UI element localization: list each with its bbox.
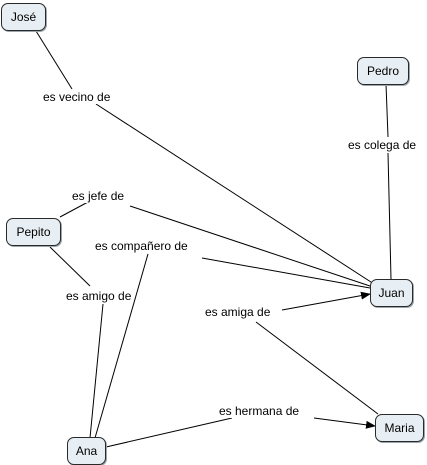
concept-node-pedro[interactable]: Pedro <box>357 57 409 85</box>
link-label-hermana: es hermana de <box>217 404 302 418</box>
connector-jefe-to-juan <box>129 205 371 287</box>
connector-amigo-to-ana <box>89 303 104 439</box>
node-label: Juan <box>378 286 405 300</box>
node-label: José <box>10 10 37 24</box>
node-label: Pepito <box>16 225 51 239</box>
connector-colega-to-juan <box>387 152 392 280</box>
concept-node-ana[interactable]: Ana <box>67 437 106 465</box>
link-label-companero: es compañero de <box>93 239 190 253</box>
connector-pedro-to-colega <box>385 83 389 138</box>
concept-node-jose[interactable]: José <box>1 3 46 31</box>
link-label-vecino: es vecino de <box>41 90 113 104</box>
concept-node-maria[interactable]: Maria <box>375 414 424 442</box>
connector-vecino-to-juan <box>95 103 375 285</box>
connector-pepito-to-amigo <box>49 246 91 287</box>
link-label-amigo: es amigo de <box>64 289 134 303</box>
connector-maria-to-amiga <box>255 321 379 415</box>
connector-ana-to-companero <box>94 253 149 439</box>
node-label: Pedro <box>366 64 400 78</box>
node-label: Ana <box>75 444 98 458</box>
concept-node-juan[interactable]: Juan <box>370 279 413 307</box>
concept-node-pepito[interactable]: Pepito <box>6 218 61 246</box>
connector-ana-to-hermana <box>105 417 233 448</box>
link-label-colega: es colega de <box>346 138 419 152</box>
connector-hermana-to-maria <box>313 417 376 429</box>
connector-amiga-to-juan <box>281 291 371 311</box>
link-label-jefe: es jefe de <box>70 189 127 203</box>
connector-pepito-to-jefe <box>59 201 89 218</box>
connector-jose-to-vecino <box>35 30 73 90</box>
node-label: Maria <box>384 421 415 435</box>
connector-companero-to-juan <box>201 257 371 289</box>
link-label-amiga: es amiga de <box>203 305 273 319</box>
